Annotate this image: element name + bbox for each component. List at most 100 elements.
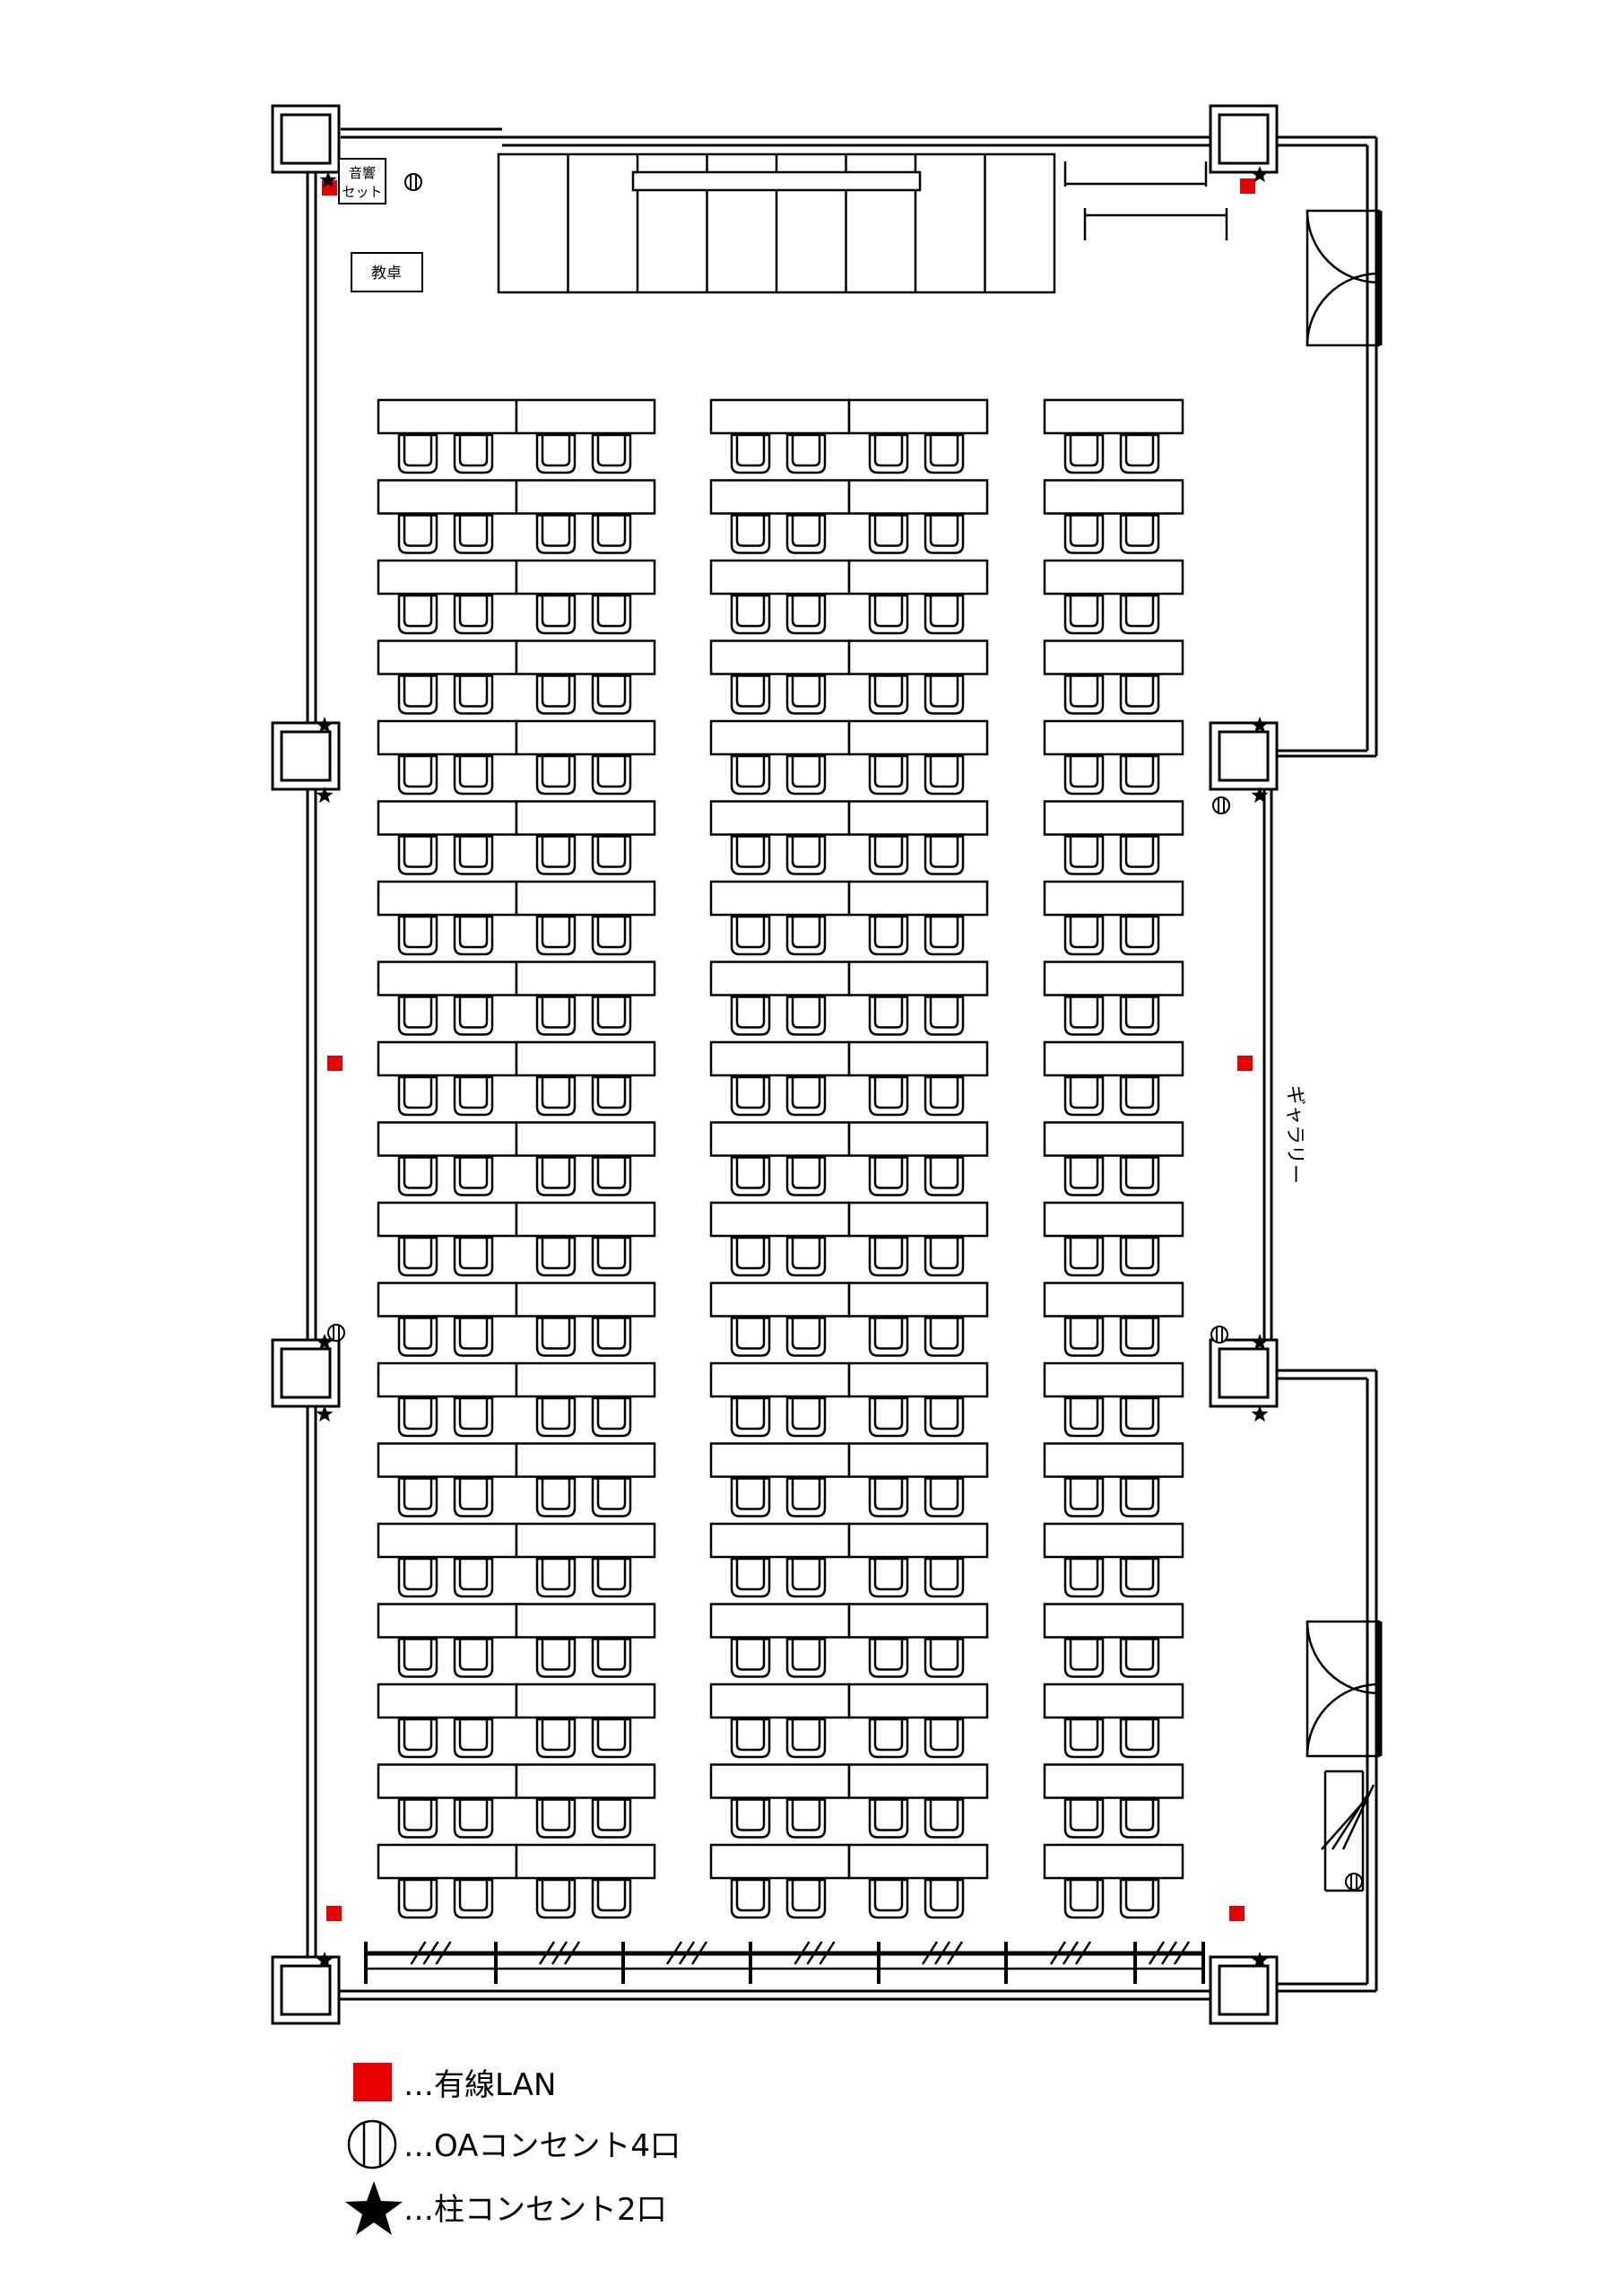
chair bbox=[868, 996, 909, 1036]
oa-outlet-icon bbox=[1345, 1873, 1363, 1891]
pillar-outlet-star-icon bbox=[1251, 717, 1269, 734]
chair bbox=[868, 1156, 909, 1196]
chair bbox=[535, 1557, 577, 1598]
desk bbox=[847, 719, 989, 756]
chair bbox=[924, 514, 965, 554]
desk bbox=[847, 880, 989, 917]
pillar-outlet-star-icon bbox=[1251, 166, 1269, 183]
chair bbox=[1063, 915, 1105, 956]
oa-outlet-icon bbox=[1210, 1326, 1228, 1344]
chair bbox=[785, 1477, 827, 1518]
pillar-outlet-star-icon bbox=[316, 1334, 334, 1351]
pillar-outlet-star-icon bbox=[316, 1405, 334, 1422]
desk bbox=[709, 880, 851, 917]
desk bbox=[709, 1442, 851, 1478]
desk bbox=[377, 1763, 518, 1799]
chair bbox=[785, 1317, 827, 1357]
furniture bbox=[364, 152, 1383, 1984]
chair bbox=[397, 1396, 438, 1438]
chair bbox=[1119, 1798, 1160, 1839]
chair bbox=[1119, 1236, 1160, 1277]
bottom-shelving bbox=[364, 1941, 1205, 1984]
chair bbox=[785, 1156, 827, 1196]
pillar bbox=[1209, 721, 1279, 791]
desk bbox=[1043, 1603, 1184, 1639]
lan-port-icon bbox=[327, 1056, 343, 1071]
chair bbox=[730, 514, 771, 554]
chair bbox=[591, 996, 632, 1036]
desk-layout bbox=[377, 398, 1184, 1919]
outlets bbox=[316, 166, 1363, 1969]
chair bbox=[591, 1477, 632, 1518]
chair bbox=[785, 1236, 827, 1277]
chair bbox=[924, 915, 965, 956]
desk bbox=[1043, 719, 1184, 756]
desk bbox=[377, 559, 518, 596]
chair bbox=[453, 1075, 494, 1117]
chair bbox=[924, 594, 965, 635]
chair bbox=[730, 594, 771, 635]
chair bbox=[1119, 1396, 1160, 1438]
desk bbox=[709, 479, 851, 515]
chair bbox=[1063, 1718, 1105, 1759]
chair bbox=[591, 1156, 632, 1196]
chair bbox=[868, 915, 909, 956]
chair bbox=[1119, 915, 1160, 956]
chair bbox=[453, 514, 494, 554]
chair bbox=[591, 514, 632, 554]
chair bbox=[730, 1156, 771, 1196]
chair bbox=[1119, 996, 1160, 1036]
desk bbox=[515, 1603, 656, 1639]
chair bbox=[1119, 1477, 1160, 1518]
chair bbox=[1063, 835, 1105, 875]
chair bbox=[535, 1878, 577, 1919]
chair bbox=[453, 1156, 494, 1196]
desk bbox=[515, 1282, 656, 1318]
desk bbox=[709, 1763, 851, 1799]
chair bbox=[453, 1798, 494, 1839]
desk bbox=[515, 1843, 656, 1880]
chair bbox=[1119, 514, 1160, 554]
desk bbox=[709, 1361, 851, 1398]
chair bbox=[924, 674, 965, 715]
desk bbox=[709, 398, 851, 435]
chair bbox=[1063, 1236, 1105, 1277]
chair bbox=[924, 1557, 965, 1598]
desk bbox=[377, 398, 518, 435]
chair bbox=[535, 1477, 577, 1518]
chair bbox=[397, 1878, 438, 1919]
chair bbox=[535, 915, 577, 956]
chair bbox=[924, 1798, 965, 1839]
desk bbox=[847, 1040, 989, 1077]
desk bbox=[847, 1522, 989, 1559]
chair bbox=[924, 1156, 965, 1196]
chair bbox=[785, 754, 827, 796]
chair bbox=[535, 1638, 577, 1678]
pillar bbox=[1209, 1338, 1279, 1408]
desk bbox=[1043, 800, 1184, 836]
chair bbox=[785, 1557, 827, 1598]
desk bbox=[377, 961, 518, 996]
pillar-outlet-star-icon bbox=[1251, 1334, 1269, 1351]
chair bbox=[730, 1718, 771, 1759]
chair bbox=[868, 1396, 909, 1438]
chair bbox=[1063, 996, 1105, 1036]
desk bbox=[709, 961, 851, 996]
chair bbox=[1119, 1075, 1160, 1117]
desk bbox=[515, 800, 656, 836]
chair bbox=[730, 1638, 771, 1678]
chair bbox=[591, 1878, 632, 1919]
desk bbox=[847, 1603, 989, 1639]
chair bbox=[924, 996, 965, 1036]
chair bbox=[730, 1798, 771, 1839]
chair bbox=[535, 433, 577, 474]
chair bbox=[1063, 1156, 1105, 1196]
chair bbox=[591, 594, 632, 635]
sound-set-label-1: 音響 bbox=[349, 165, 376, 181]
chair bbox=[785, 1718, 827, 1759]
chair bbox=[535, 835, 577, 875]
pillar-outlet-star-icon bbox=[1251, 1952, 1269, 1969]
chair bbox=[535, 674, 577, 715]
chair bbox=[591, 1075, 632, 1117]
chair bbox=[868, 1878, 909, 1919]
